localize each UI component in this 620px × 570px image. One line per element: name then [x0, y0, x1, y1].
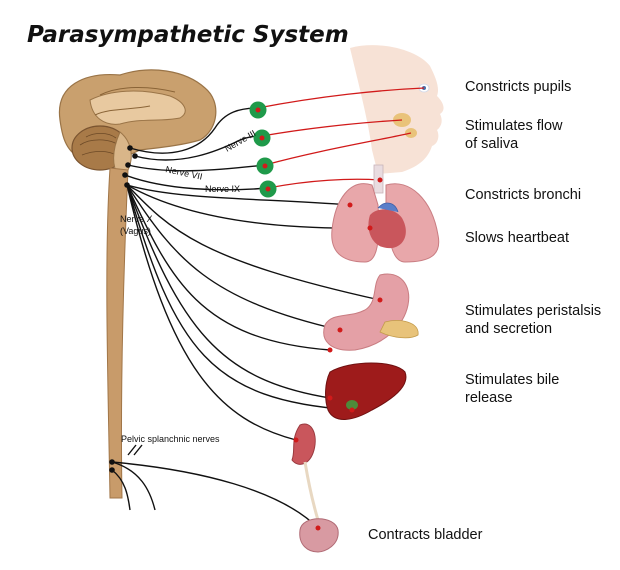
- nerve-iii-line: [129, 107, 259, 154]
- effect-pupils: Constricts pupils: [465, 79, 571, 95]
- label-nerve-x: Nerve X: [120, 214, 153, 224]
- fiber-saliva-2: [264, 132, 412, 166]
- fiber-pupils: [257, 87, 425, 109]
- label-pelvic: Pelvic splanchnic nerves: [121, 434, 220, 444]
- nerve-ix-line: [124, 174, 269, 191]
- origin-dot-vii-2: [125, 162, 131, 168]
- vagus-bronchi-1: [126, 184, 351, 206]
- label-nerve-ix: Nerve IX: [205, 184, 240, 194]
- origin-dot-iii: [127, 145, 133, 151]
- effect-bladder: Contracts bladder: [368, 527, 483, 543]
- label-nerve-vii: Nerve VII: [165, 164, 204, 182]
- vagus-stomach-2: [126, 184, 341, 331]
- ureter: [303, 461, 320, 521]
- origin-dot-pelvic: [109, 459, 115, 465]
- effect-bile-line2: release: [465, 390, 513, 406]
- gallbladder: [346, 400, 358, 410]
- pelvic-nerve-2: [111, 461, 156, 511]
- effect-bronchi: Constricts bronchi: [465, 187, 581, 203]
- nerve-vii-line-2: [127, 164, 266, 172]
- vagus-heart: [126, 184, 371, 229]
- pelvic-nerve-1: [111, 461, 319, 529]
- vagus-liver-2: [126, 184, 353, 411]
- diagram-title: Parasympathetic System: [27, 22, 349, 48]
- pancreas: [379, 320, 419, 339]
- label-vagus: (Vagus): [120, 226, 151, 236]
- origin-dot-x: [124, 182, 130, 188]
- heart: [368, 209, 406, 249]
- vagus-stomach-1: [126, 184, 381, 301]
- vagus-kidney: [126, 184, 297, 441]
- brain: [58, 69, 217, 177]
- origin-dot-pelvic-2: [109, 467, 115, 473]
- label-nerve-iii: Nerve III: [223, 128, 257, 154]
- fiber-ix: [267, 178, 381, 189]
- effect-peristalsis-line1: Stimulates peristalsis: [465, 303, 601, 319]
- lungs: [331, 164, 440, 263]
- pelvic-nerve-3: [111, 469, 131, 511]
- origin-dot-vii: [132, 153, 138, 159]
- face: [350, 45, 444, 174]
- effect-saliva-line1: Stimulates flow: [465, 118, 563, 134]
- effect-peristalsis-line2: and secretion: [465, 321, 552, 337]
- effect-bile-line1: Stimulates bile: [465, 372, 559, 388]
- fiber-saliva-1: [261, 119, 403, 137]
- pelvic-tick: [127, 444, 143, 456]
- vagus-liver-1: [126, 184, 331, 399]
- spinal-cord: [106, 167, 129, 499]
- effect-heart: Slows heartbeat: [465, 230, 569, 246]
- stomach: [323, 273, 419, 351]
- origin-dot-ix: [122, 172, 128, 178]
- bladder: [299, 518, 339, 553]
- liver: [325, 362, 407, 420]
- kidney: [291, 423, 316, 465]
- effect-saliva-line2: of saliva: [465, 136, 519, 152]
- vagus-stomach-3: [126, 184, 331, 351]
